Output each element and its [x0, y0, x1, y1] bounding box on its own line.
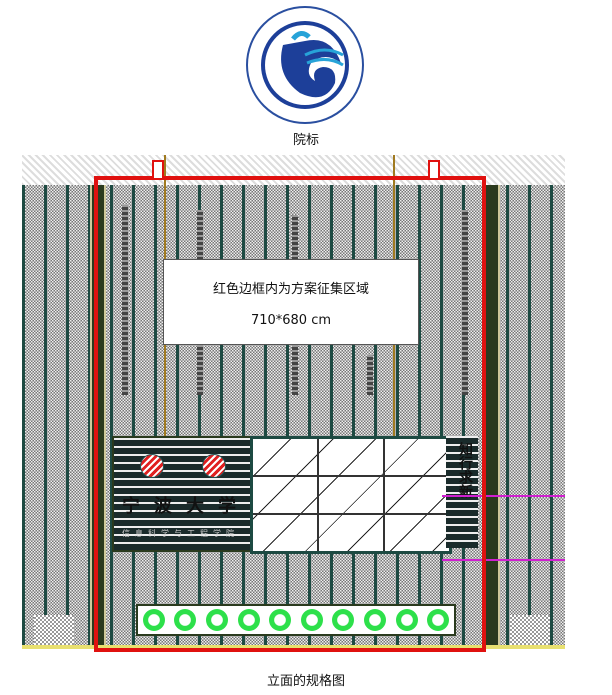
ceiling	[22, 155, 565, 186]
logo-caption: 院标	[292, 133, 319, 148]
light-icon	[237, 609, 260, 631]
elevation-caption: 立面的规格图	[266, 674, 345, 689]
note-size: 710*680 cm	[250, 313, 332, 328]
plinth	[510, 615, 550, 645]
frame-marker	[428, 160, 440, 180]
dimension-line	[442, 559, 565, 561]
frame-marker	[152, 160, 164, 180]
light-icon	[300, 609, 323, 631]
light-icon	[174, 609, 197, 631]
light-icon	[427, 609, 450, 631]
dimension-line	[442, 495, 565, 497]
emblem-dot	[140, 454, 164, 478]
vertical-slogan-strip	[122, 205, 128, 395]
emblem-dot	[202, 454, 226, 478]
light-strip	[136, 604, 456, 636]
light-icon	[363, 609, 386, 631]
light-icon	[142, 609, 165, 631]
elevation-drawing: 宁波大学 信息科学与工程学院 知行求新	[22, 155, 565, 657]
school-sign-panel: 宁波大学 信息科学与工程学院	[112, 436, 256, 552]
motto-text: 知行求新	[457, 442, 473, 498]
floor	[22, 645, 565, 649]
area-note-box: 红色边框内为方案征集区域 710*680 cm	[163, 259, 419, 345]
college-logo	[246, 6, 364, 124]
school-name: 宁波大学	[122, 496, 250, 517]
design-area-frame	[94, 176, 486, 652]
vertical-slogan-strip	[462, 210, 468, 395]
column	[484, 185, 500, 647]
glass-screen	[250, 436, 452, 554]
note-title: 红色边框内为方案征集区域	[212, 282, 369, 297]
light-icon	[395, 609, 418, 631]
plinth	[34, 615, 74, 645]
light-icon	[269, 609, 292, 631]
motto-panel: 知行求新	[446, 436, 478, 548]
light-icon	[205, 609, 228, 631]
vertical-slogan-strip	[367, 355, 373, 395]
college-name: 信息科学与工程学院	[122, 529, 239, 538]
light-icon	[332, 609, 355, 631]
